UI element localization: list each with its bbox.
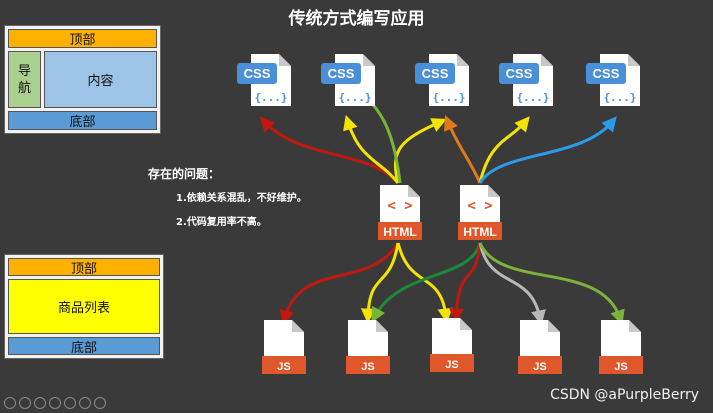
slides-grid-icon[interactable] [49,397,61,409]
html-label: HTML [463,225,496,239]
css-label: CSS [328,66,355,81]
html-badge [458,222,502,240]
arrow-html2-js3 [449,242,482,324]
layout-nav: 导 航 [8,51,41,108]
layout-footer: 底部 [8,111,157,130]
css-arrows [259,86,617,184]
html-glyph: < > [387,198,412,214]
js-badge [599,356,643,374]
js-label: JS [533,361,546,373]
layout-content: 内容 [44,51,157,108]
css-label: CSS [593,66,620,81]
html-glyph: < > [467,198,492,214]
arrow-html2-js5 [478,242,625,326]
js-file-5: JS [599,320,643,374]
css-glyph: {...} [432,91,465,104]
js-label: JS [361,361,374,373]
html-badge [378,222,422,240]
arrow-html2-css5 [478,116,617,184]
css-file-3: CSS {...} [415,54,469,106]
js-file-2: JS [346,320,390,374]
arrow-html2-js2 [371,242,482,323]
css-badge [237,63,277,84]
js-file-3: JS [430,318,474,372]
more-options-icon[interactable] [94,397,106,409]
arrow-html1-css3 [393,118,447,184]
layout-header: 顶部 [8,29,157,48]
js-badge [262,356,306,374]
js-arrows [279,242,625,326]
css-label: CSS [422,66,449,81]
js-label: JS [445,359,458,371]
diagram-title: 传统方式编写应用 [288,9,425,29]
pen-icon[interactable] [34,397,46,409]
js-badge [518,356,562,374]
css-file-1: CSS {...} [237,54,291,106]
js-file-4: JS [518,320,562,374]
arrow-html2-js4 [478,242,546,326]
next-slide-icon[interactable] [19,397,31,409]
css-badge [415,63,455,84]
css-label: CSS [506,66,533,81]
slideshow-toolbar [4,397,106,409]
product-header: 顶部 [8,258,160,277]
css-file-2: CSS {...} [321,54,375,106]
arrow-html1-css2 [343,114,400,184]
arrow-html2-css4 [478,116,530,184]
problem-item-2: 2.代码复用率不高。 [176,217,267,228]
arrow-html2-css3 [444,115,482,184]
css-glyph: {...} [338,91,371,104]
css-glyph: {...} [603,91,636,104]
css-file-4: CSS {...} [499,54,553,106]
js-label: JS [614,361,627,373]
html-label: HTML [383,225,416,239]
zoom-icon[interactable] [64,397,76,409]
problem-item-1: 1.依赖关系混乱，不好维护。 [176,193,307,204]
css-label: CSS [244,66,271,81]
problems-title: 存在的问题： [148,167,221,181]
watermark: CSDN @aPurpleBerry [550,387,699,403]
arrow-html1-js2 [360,242,400,324]
css-file-5: CSS {...} [586,54,640,106]
html-file-2: < > HTML [458,185,502,240]
css-glyph: {...} [254,91,287,104]
html-file-1: < > HTML [378,185,422,240]
product-footer: 底部 [8,337,160,356]
css-badge [499,63,539,84]
arrow-html1-js1 [279,242,400,326]
layout-page-mockup: 顶部 导 航 内容 底部 [4,25,161,134]
js-badge [430,354,474,372]
product-list: 商品列表 [8,279,160,334]
layout-nav-label: 导 航 [17,63,31,96]
css-badge [321,63,361,84]
product-page-mockup: 顶部 商品列表 底部 [4,254,164,359]
previous-slide-icon[interactable] [4,397,16,409]
css-badge [586,63,626,84]
js-label: JS [277,361,290,373]
arrow-html1-css1 [259,116,400,184]
css-glyph: {...} [516,91,549,104]
js-badge [346,356,390,374]
subtitles-icon[interactable] [79,397,91,409]
problems-section: 存在的问题： 1.依赖关系混乱，不好维护。 2.代码复用率不高。 [148,165,307,228]
js-file-1: JS [262,320,306,374]
